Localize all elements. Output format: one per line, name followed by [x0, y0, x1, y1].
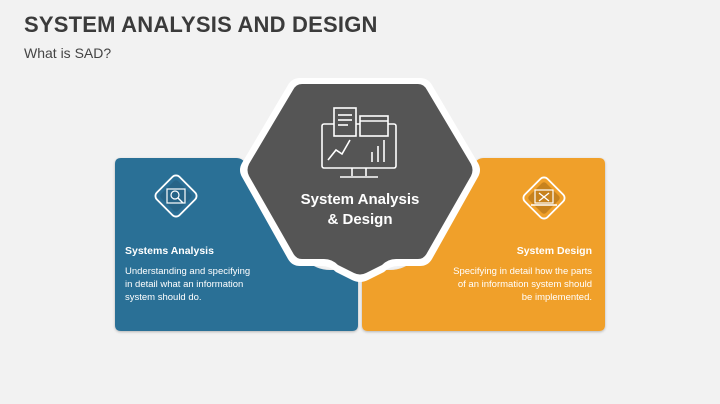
systems-analysis-block: Systems Analysis Understanding and speci…	[125, 245, 295, 304]
monitor-dashboard-icon	[321, 107, 397, 178]
search-report-icon	[154, 174, 198, 218]
center-label: System Analysis & Design	[300, 191, 420, 228]
slide-title: SYSTEM ANALYSIS AND DESIGN	[24, 12, 378, 37]
system-design-description: Specifying in detail how the parts of an…	[453, 266, 592, 303]
systems-analysis-description: Understanding and specifying in detail w…	[125, 266, 251, 303]
systems-analysis-heading: Systems Analysis	[125, 245, 214, 257]
system-design-heading: System Design	[516, 245, 592, 257]
laptop-tools-icon	[522, 176, 566, 220]
slide-subtitle: What is SAD?	[24, 45, 112, 61]
system-design-block: System Design Specifying in detail how t…	[418, 245, 592, 304]
center-hexagon	[247, 84, 473, 275]
